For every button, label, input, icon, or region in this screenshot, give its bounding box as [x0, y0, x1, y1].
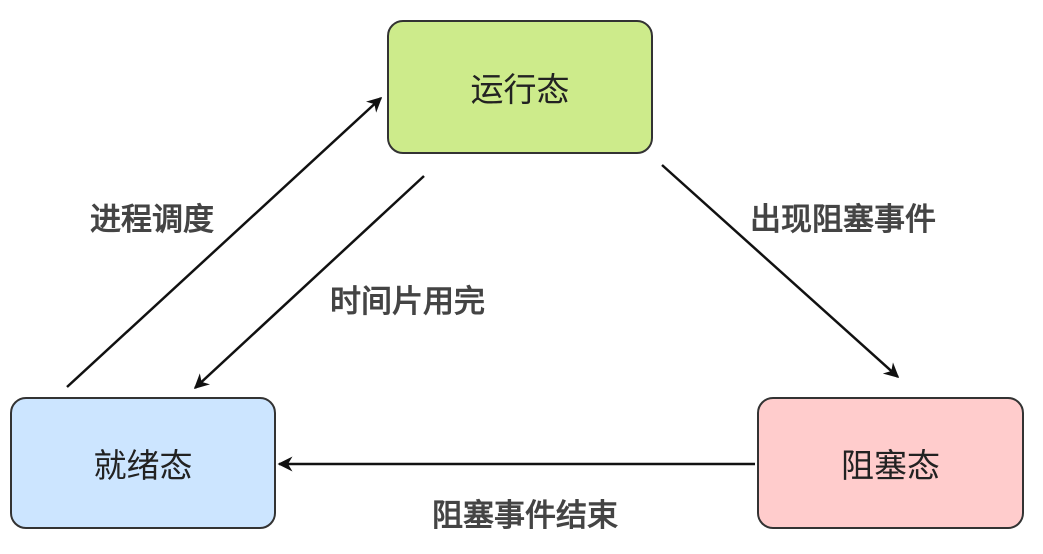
arrow-running-to-blocked [661, 164, 900, 379]
ready-state-node: 就绪态 [10, 397, 276, 529]
blocked-state-node: 阻塞态 [757, 397, 1024, 529]
edge-label-schedule: 进程调度 [90, 202, 214, 238]
running-state-node: 运行态 [387, 20, 653, 154]
running-state-label: 运行态 [470, 70, 570, 109]
ready-state-label: 就绪态 [93, 446, 193, 485]
arrow-ready-to-running [66, 96, 383, 388]
edge-label-timeslice: 时间片用完 [330, 284, 485, 320]
arrow-running-to-ready [193, 175, 425, 390]
edge-label-block-event: 出现阻塞事件 [750, 202, 936, 238]
blocked-state-label: 阻塞态 [841, 446, 940, 485]
edge-label-block-end: 阻塞事件结束 [432, 498, 618, 534]
